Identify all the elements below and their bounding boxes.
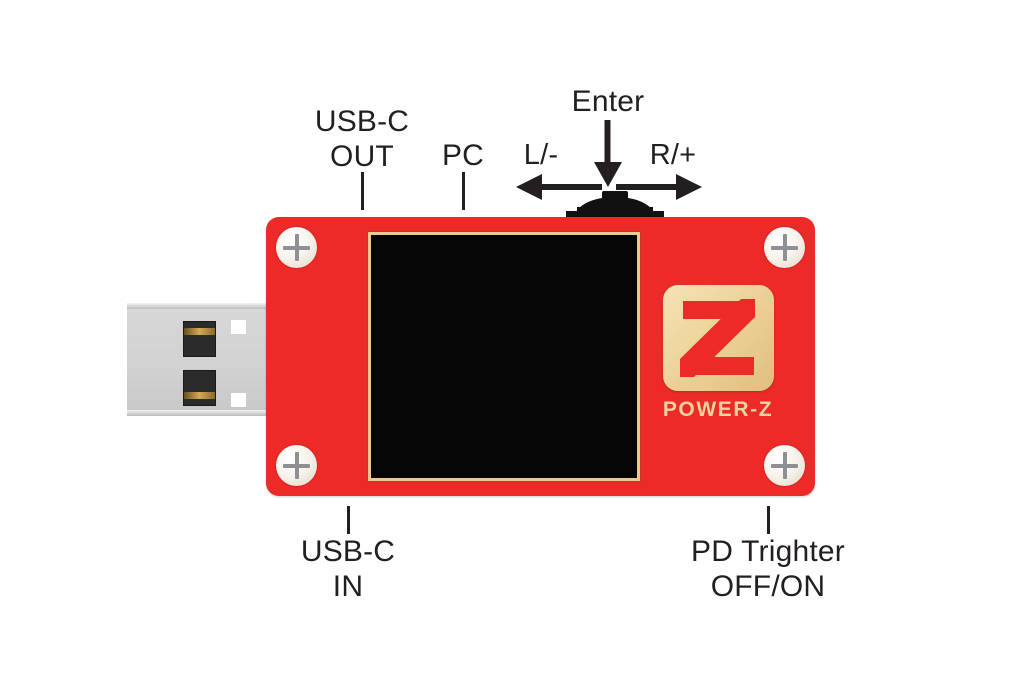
leader-line-pc	[462, 172, 465, 210]
callout-label-usb-c-in: USB-C IN	[300, 535, 396, 604]
logo-z-plate	[662, 285, 774, 391]
usb-contact-pad-lower	[183, 370, 216, 406]
screw-top-right	[764, 227, 805, 268]
usb-shell-notch-lower	[231, 393, 246, 407]
screw-slot-vertical	[783, 234, 787, 261]
callout-label-enter: Enter	[571, 85, 645, 118]
display-screen[interactable]	[371, 235, 637, 478]
right-arrow-icon	[616, 174, 702, 200]
usb-gold-contact-strip	[184, 328, 215, 335]
usb-gold-contact-strip	[184, 392, 215, 399]
screw-slot-vertical	[783, 452, 787, 479]
display-bezel	[368, 232, 640, 481]
callout-label-pd-trigger: PD Trighter OFF/ON	[691, 535, 845, 604]
logo-z-letter-icon	[679, 299, 755, 377]
rotary-encoder-knob[interactable]	[566, 191, 664, 221]
screw-bottom-left	[276, 445, 317, 486]
logo-wordmark: POWER-Z	[662, 398, 774, 421]
usb-connector-shell	[127, 309, 272, 410]
usb-connector-bottom-rim	[127, 410, 272, 416]
enter-down-arrow-icon	[594, 120, 622, 187]
leader-line-usb-c-in	[347, 506, 350, 534]
usb-contact-pad-upper	[183, 321, 216, 357]
usb-connector-top-rim	[127, 303, 272, 309]
left-arrow-icon	[516, 174, 602, 200]
callout-label-pc: PC	[441, 139, 485, 172]
screw-bottom-right	[764, 445, 805, 486]
usb-shell-notch-upper	[231, 320, 246, 334]
callout-label-usb-c-out: USB-C OUT	[314, 105, 410, 174]
leader-line-usb-c-out	[361, 172, 364, 210]
callout-label-left-minus: L/-	[523, 139, 559, 171]
screw-slot-vertical	[295, 452, 299, 479]
brand-logo: POWER-Z	[658, 285, 778, 422]
screw-top-left	[276, 227, 317, 268]
callout-label-right-plus: R/+	[649, 139, 697, 171]
leader-line-pd-trigger	[767, 506, 770, 534]
device-body: POWER-Z	[266, 217, 815, 496]
usb-a-connector	[127, 303, 272, 416]
screw-slot-vertical	[295, 234, 299, 261]
